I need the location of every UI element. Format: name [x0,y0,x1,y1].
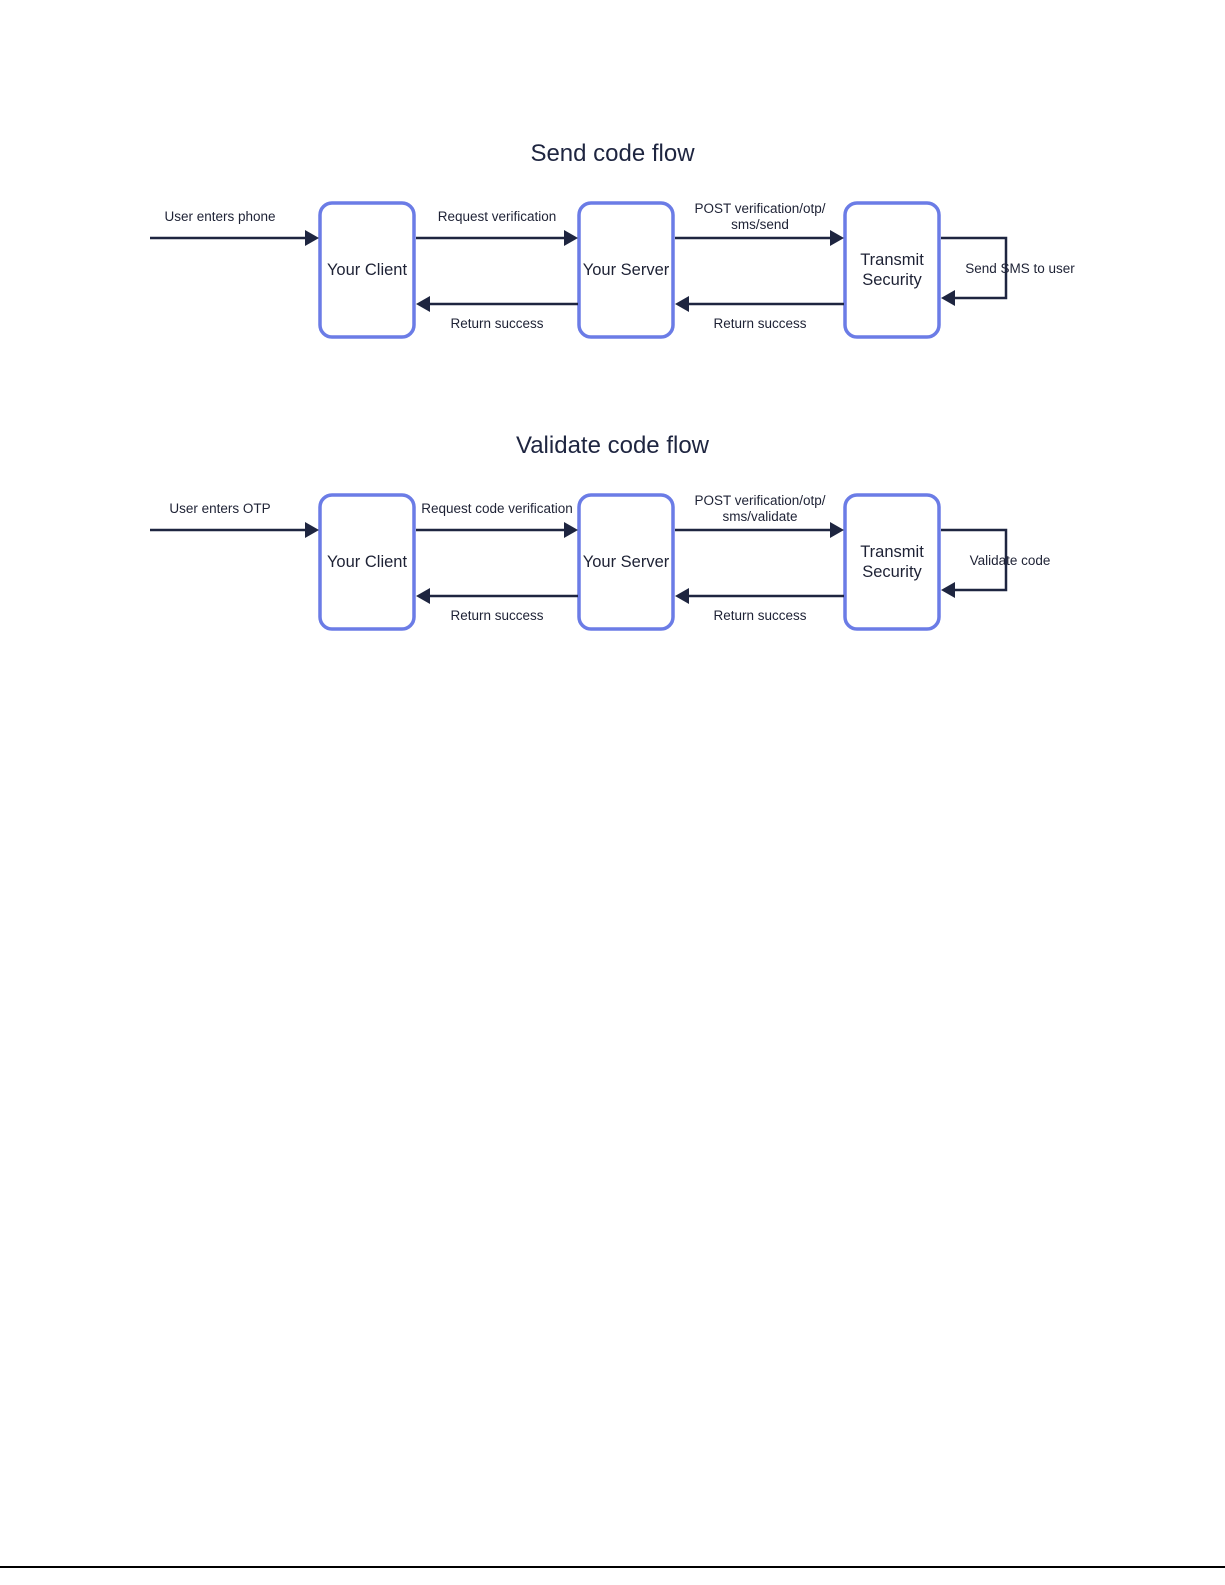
send-flow-diagram [150,201,1008,339]
input-arrow [150,522,319,538]
vendor-node: Transmit Security [845,203,939,337]
client-node-box [318,493,416,631]
vendor-node-box [843,493,941,631]
client-node: Your Client [320,495,414,629]
server-node: Your Server [579,203,673,337]
server-node: Your Server [579,495,673,629]
server-to-client-return-arrow [416,296,578,312]
vendor-to-server-return-label: Return success [713,608,807,623]
vendor-self-loop-arrow [941,528,1008,598]
vendor-node-label-line1: Transmit [860,251,924,269]
flow-title: Send code flow [530,140,695,167]
client-to-server-label: Request code verification [421,501,573,516]
vendor-node-box [843,201,941,339]
vendor-to-server-return-label: Return success [713,316,807,331]
flow-title: Validate code flow [515,432,709,459]
client-node-label: Your Client [326,261,408,279]
client-to-server-arrow [416,522,578,538]
server-to-vendor-label-line2: sms/validate [722,509,798,524]
validate-flow-diagram [150,493,1008,631]
client-node: Your Client [320,203,414,337]
server-to-vendor-arrow [675,230,844,246]
server-to-vendor-label-line1: POST verification/otp/ [694,201,826,216]
server-to-client-return-label: Return success [450,608,544,623]
server-to-vendor-arrow [675,522,844,538]
input-arrow [150,230,319,246]
client-to-server-label: Request verification [437,209,557,224]
input-label: User enters OTP [169,501,271,516]
server-to-vendor-label-line1: POST verification/otp/ [694,493,826,508]
vendor-to-server-return-arrow [675,588,844,604]
client-node-label: Your Client [326,553,408,571]
vendor-loop-label: Validate code [969,553,1051,568]
server-node-box [577,493,675,631]
vendor-node: Transmit Security [845,495,939,629]
page-bottom-rule [0,1566,1225,1568]
vendor-node-label-line2: Security [862,271,922,289]
client-to-server-arrow [416,230,578,246]
vendor-node-label-line2: Security [862,563,922,581]
server-to-client-return-label: Return success [450,316,544,331]
vendor-node-label-line1: Transmit [860,543,924,561]
input-label: User enters phone [164,209,276,224]
server-node-label: Your Server [582,261,670,279]
client-node-box [318,201,416,339]
server-node-box [577,201,675,339]
server-node-label: Your Server [582,553,670,571]
server-to-vendor-label-line2: sms/send [731,217,789,232]
vendor-to-server-return-arrow [675,296,844,312]
vendor-self-loop-arrow [941,236,1008,306]
vendor-loop-label: Send SMS to user [965,261,1075,276]
server-to-client-return-arrow [416,588,578,604]
